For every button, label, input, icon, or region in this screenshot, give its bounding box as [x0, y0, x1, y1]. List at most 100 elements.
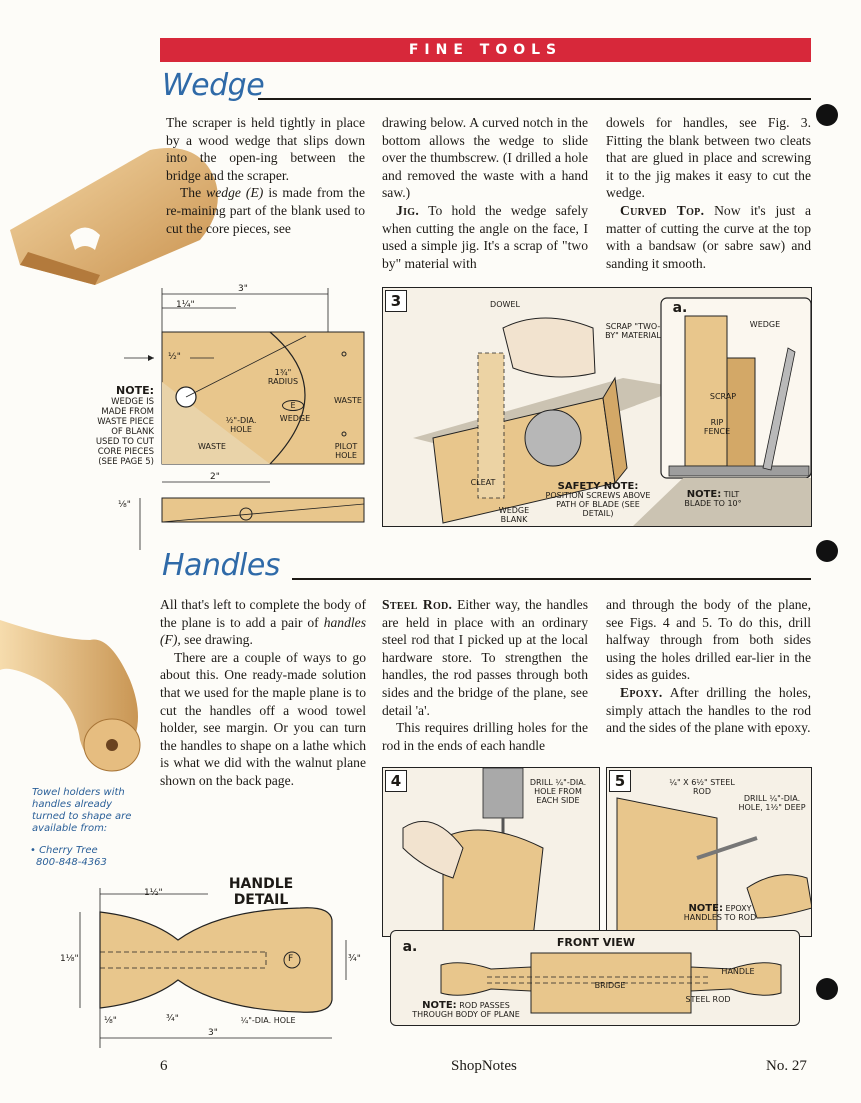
handle-detail-title: HANDLE DETAIL [228, 876, 294, 908]
source-phone: 800-848-4363 [36, 857, 107, 868]
binder-hole-middle [816, 540, 838, 562]
dowel-label: DOWEL [490, 300, 520, 309]
wedge-col1-para2: The wedge (E) is made from the re-mainin… [166, 184, 365, 237]
towel-holder-photo [0, 620, 141, 772]
wedge-blank-label: WEDGE BLANK [498, 506, 530, 524]
figure-5-number: 5 [609, 770, 631, 792]
front-view-detail-marker: a. [402, 939, 418, 955]
wedge-e-marker: E [282, 400, 304, 411]
wedge-part-ref: wedge (E) [206, 185, 264, 201]
handles-col3-para2-text: After drilling the holes, simply attach … [606, 684, 811, 736]
handles-title: Handles [162, 548, 280, 583]
margin-note: Towel holders with handles already turne… [32, 787, 132, 834]
dim-half: ½" [168, 352, 181, 362]
handles-col1-para1-start: All that's left to complete the body of … [160, 597, 366, 630]
radius-label: 1¾" RADIUS [267, 368, 299, 386]
handles-col2-para1: Steel Rod. Either way, the handles are h… [382, 596, 588, 719]
handle-detail: HANDLE DETAIL 1½" 1⅛" ¾" ¾" ⅛" 3" F ¼"-D… [60, 870, 365, 1050]
dim-3-handle: 3" [208, 1028, 218, 1038]
handles-column-3: and through the body of the plane, see F… [606, 596, 811, 737]
tilt-note: NOTE: TILT BLADE TO 10° [673, 490, 753, 509]
wedge-note-title: NOTE: [116, 384, 154, 397]
handles-col1-para1: All that's left to complete the body of … [160, 596, 366, 649]
front-rod-label: STEEL ROD [685, 995, 731, 1004]
dim-3-quarter: ¾" [348, 954, 361, 964]
wedge-column-2: drawing below. A curved notch in the bot… [382, 114, 588, 272]
wedge-note-body: WEDGE IS MADE FROM WASTE PIECE OF BLANK … [95, 397, 154, 467]
fig5-rod-label: ¼" x 6½" STEEL ROD [669, 778, 735, 796]
wedge-column-3: dowels for handles, see Fig. 3. Fitting … [606, 114, 811, 272]
fig5-note-body: EPOXY HANDLES TO ROD [683, 904, 757, 922]
binder-hole-top [816, 104, 838, 126]
dim-1-quarter: 1¼" [176, 300, 195, 310]
wedge-col2-para2: Jig. To hold the wedge safely when cutti… [382, 202, 588, 272]
handles-col2-para2: This requires drilling holes for the rod… [382, 720, 588, 753]
hole-label: ½"-DIA. HOLE [225, 416, 257, 434]
figure-5: 5 ¼" x 6½" STEEL ROD DRILL ¼"-DIA. HOLE,… [606, 767, 812, 937]
fig5-note: NOTE: EPOXY HANDLES TO ROD [675, 904, 765, 923]
wedge-col1-para2-start: The [180, 185, 207, 201]
wedge-col3-para2-text: Now it's just a matter of cutting the cu… [606, 202, 811, 271]
wedge-note: NOTE: WEDGE IS MADE FROM WASTE PIECE OF … [86, 384, 154, 467]
source-name: • Cherry Tree [30, 845, 98, 856]
wedge-col2-para1: drawing below. A curved notch in the bot… [382, 115, 588, 201]
handle-detail-art [79, 888, 347, 1048]
section-banner: FINE TOOLS [160, 38, 811, 62]
dim-1-half: 1½" [144, 888, 163, 898]
figure-4-art [402, 768, 544, 936]
waste-right-label: WASTE [334, 396, 362, 405]
dim-2in: 2" [210, 472, 220, 482]
figure-5-art [616, 797, 811, 936]
tilt-note-body: TILT BLADE TO 10° [684, 490, 742, 508]
front-view-detail: a. FRONT VIEW HANDLE BRIDGE STEEL ROD NO… [390, 930, 800, 1026]
source-name-text: Cherry Tree [39, 845, 98, 856]
dim-eighth-handle: ⅛" [104, 1016, 117, 1026]
wedge-drawing: 3" 1¼" ½" 1¾" RADIUS ½"-DIA. HOLE E WEDG… [110, 282, 372, 552]
wedge-col1-para2-end: is made from the re-maining part of the … [166, 185, 365, 236]
jig-runin: Jig. [396, 202, 420, 218]
dim-eighth: ⅛" [118, 500, 131, 510]
wedge-photo [10, 148, 218, 285]
epoxy-runin: Epoxy. [620, 684, 663, 700]
front-note-title: NOTE: [422, 1000, 457, 1011]
safety-note-title: SAFETY NOTE: [557, 481, 639, 492]
handles-col3-para2: Epoxy. After drilling the holes, simply … [606, 684, 811, 737]
front-bridge-label: BRIDGE [594, 981, 626, 990]
pilot-hole-label: PILOT HOLE [334, 442, 358, 460]
handles-part-ref: handles (F), [160, 614, 366, 648]
handles-col3-para1: and through the body of the plane, see F… [606, 597, 811, 683]
wedge-column-1: The scraper is held tightly in place by … [166, 114, 365, 237]
dim-1-eighth: 1⅛" [60, 954, 79, 964]
wedge-title-rule [258, 98, 811, 100]
page-number: 6 [160, 1058, 168, 1074]
curved-top-runin: Curved Top. [620, 202, 705, 218]
wedge-col1-para1: The scraper is held tightly in place by … [166, 115, 365, 183]
wedge-col2-para2-text: To hold the wedge safely when cutting th… [382, 202, 588, 271]
front-handle-label: HANDLE [721, 967, 755, 976]
handles-column-2: Steel Rod. Either way, the handles are h… [382, 596, 588, 754]
scrap-material-label: SCRAP "TWO-BY" MATERIAL [605, 322, 661, 340]
safety-note-body: POSITION SCREWS ABOVE PATH OF BLADE (SEE… [545, 491, 651, 518]
issue-number: No. 27 [766, 1058, 807, 1074]
handles-column-1: All that's left to complete the body of … [160, 596, 366, 790]
figure-3: 3 DOWEL SCRAP "TWO-BY" MATERIAL CLEAT WE… [382, 287, 812, 527]
wedge-col3-para2: Curved Top. Now it's just a matter of cu… [606, 202, 811, 272]
handle-hole-label: ¼"-DIA. HOLE [240, 1016, 296, 1025]
figure-4: 4 DRILL ¼"-DIA. HOLE FROM EACH SIDE [382, 767, 600, 937]
safety-note: SAFETY NOTE: POSITION SCREWS ABOVE PATH … [543, 481, 653, 519]
fig4-drill-label: DRILL ¼"-DIA. HOLE FROM EACH SIDE [529, 778, 587, 805]
front-note-body: ROD PASSES THROUGH BODY OF PLANE [412, 1001, 520, 1019]
fig5-drill-label: DRILL ¼"-DIA. HOLE, 1½" DEEP [738, 794, 806, 812]
figure-4-number: 4 [385, 770, 407, 792]
cleat-label: CLEAT [470, 478, 496, 487]
front-view-title: FRONT VIEW [556, 936, 636, 949]
handles-col1-para1-end: see drawing. [180, 632, 253, 648]
dim-3-quarter-neck: ¾" [166, 1014, 179, 1024]
dim-3in: 3" [238, 284, 248, 294]
handles-col2-para1-text: Either way, the handles are held in plac… [382, 597, 588, 718]
handles-col1-para2: There are a couple of ways to go about t… [160, 649, 366, 788]
wedge-word-label: WEDGE [279, 414, 311, 423]
wedge-col3-para1: dowels for handles, see Fig. 3. Fitting … [606, 115, 811, 201]
detail-scrap-label: SCRAP [709, 392, 737, 401]
handles-title-rule [292, 578, 811, 580]
